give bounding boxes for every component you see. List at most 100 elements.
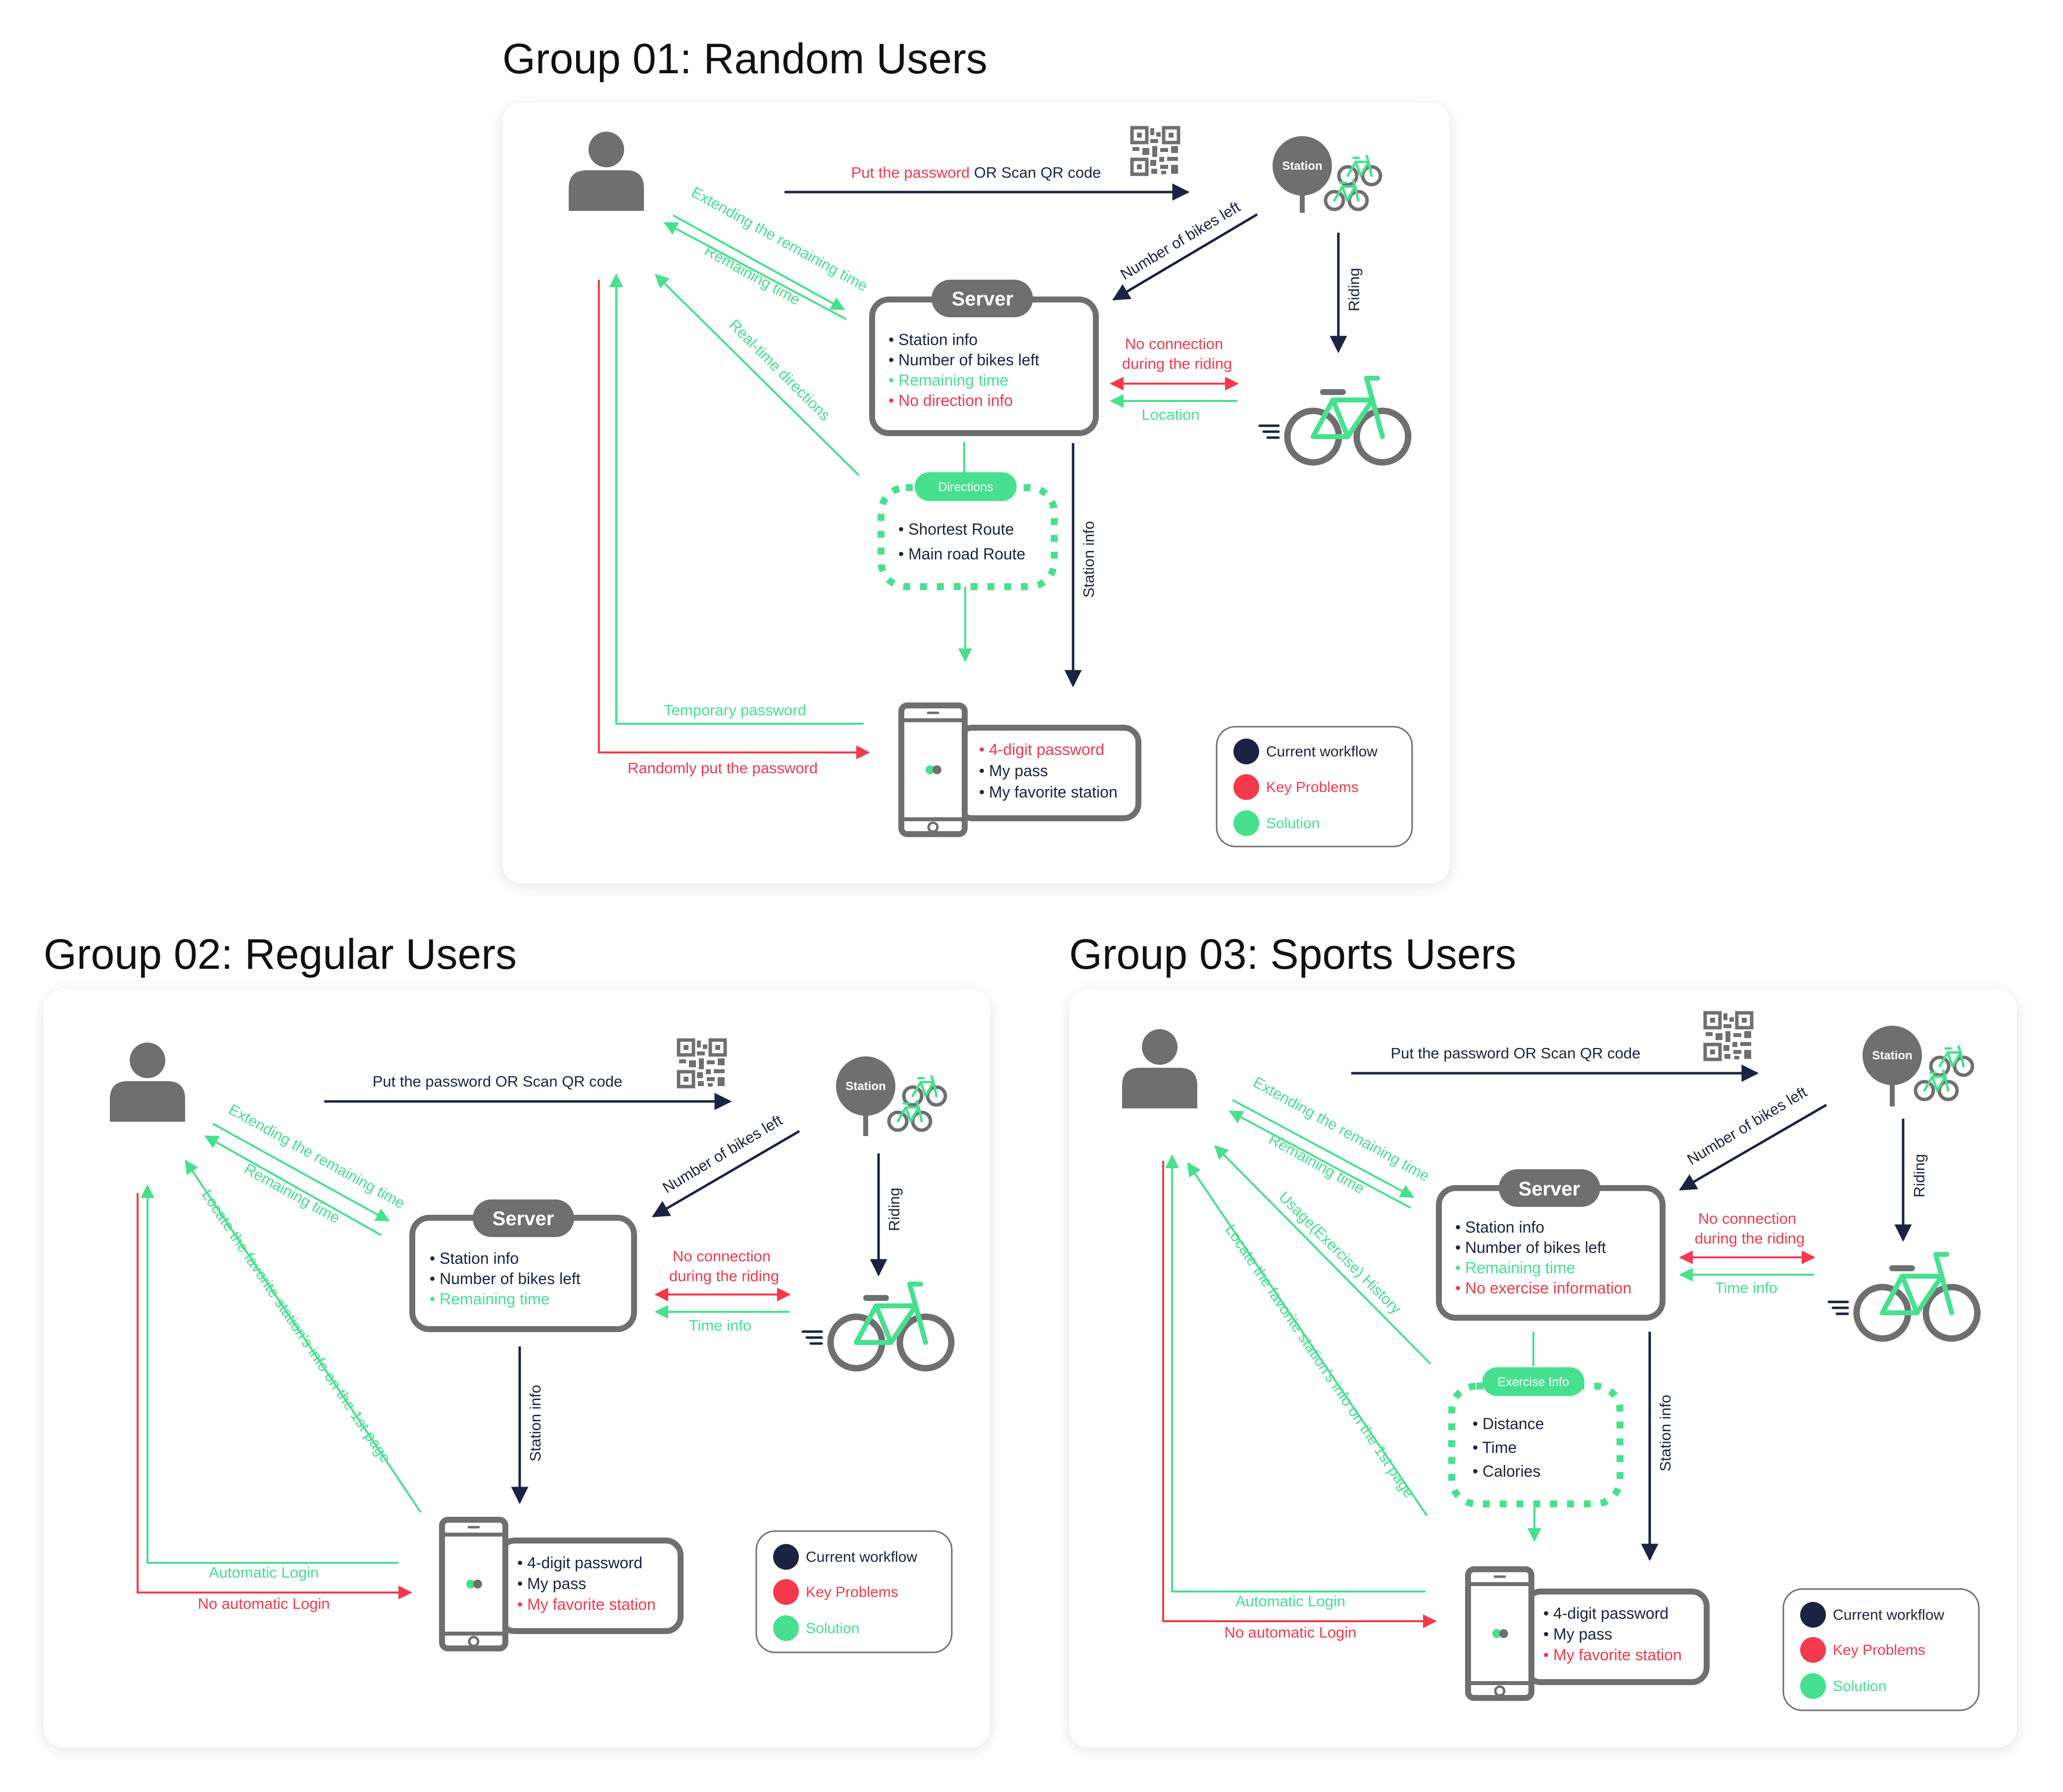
svg-text:• My pass: • My pass	[1543, 1625, 1612, 1643]
svg-text:Station: Station	[1872, 1049, 1912, 1062]
label-riding: Riding	[885, 1188, 903, 1231]
group-02-panel: Group 02: Regular Users Station Put the …	[44, 931, 990, 1747]
arrow-extend-time	[1232, 1099, 1415, 1198]
label-put-password: Put the password OR Scan QR code	[1391, 1045, 1641, 1062]
arrow-extend-time	[212, 1123, 390, 1222]
station-icon: Station	[1273, 136, 1380, 213]
svg-text:• Remaining time: • Remaining time	[1455, 1259, 1575, 1277]
svg-text:• My pass: • My pass	[517, 1575, 586, 1593]
arrow-realtime-directions	[655, 274, 860, 476]
svg-text:Server: Server	[1519, 1178, 1580, 1200]
group-01-panel: Group 01: Random Users Station Put the p…	[502, 35, 1450, 884]
svg-text:Solution: Solution	[1833, 1678, 1886, 1694]
svg-text:• Number of bikes left: • Number of bikes left	[888, 351, 1039, 369]
phone-box: • 4-digit password • My pass • My favori…	[901, 705, 1141, 834]
svg-text:• Calories: • Calories	[1473, 1462, 1540, 1480]
svg-text:• My favorite station: • My favorite station	[979, 783, 1118, 801]
phone-box: • 4-digit password • My pass • My favori…	[1468, 1569, 1710, 1698]
svg-text:Current workflow: Current workflow	[1266, 744, 1377, 760]
label-station-info: Station info	[527, 1385, 544, 1461]
label-location: Location	[1141, 406, 1199, 423]
label-put-password: Put the password OR Scan QR code	[851, 164, 1101, 181]
exercise-info-box: Exercise Info • Distance • Time • Calori…	[1448, 1367, 1623, 1507]
label-random-password: Randomly put the password	[628, 759, 818, 777]
svg-text:Key Problems: Key Problems	[806, 1584, 898, 1600]
arrow-no-auto-login	[137, 1193, 412, 1599]
svg-text:• Station info: • Station info	[430, 1249, 519, 1267]
svg-text:• No direction info: • No direction info	[888, 392, 1013, 409]
arrow-bikes-left	[651, 1130, 800, 1218]
svg-text:• Number of bikes left: • Number of bikes left	[1455, 1239, 1606, 1256]
arrow-auto-login	[1165, 1154, 1425, 1593]
svg-text:Current workflow: Current workflow	[806, 1549, 917, 1565]
svg-text:• Remaining time: • Remaining time	[888, 371, 1008, 389]
label-auto-login: Automatic Login	[209, 1564, 319, 1581]
label-time-info: Time info	[1715, 1279, 1777, 1296]
group-03-panel: Group 03: Sports Users Station Put the p…	[1069, 931, 2017, 1747]
group-01-title: Group 01: Random Users	[502, 35, 987, 83]
arrow-remaining-time	[204, 1135, 382, 1236]
label-temp-password: Temporary password	[664, 701, 806, 719]
arrow-remaining-time	[663, 222, 847, 320]
arrow-bikes-left	[1678, 1103, 1827, 1191]
svg-text:Station: Station	[1282, 159, 1322, 173]
arrow-remaining-time	[1228, 1110, 1411, 1209]
label-riding: Riding	[1911, 1154, 1928, 1197]
arrow-extend-time	[673, 214, 845, 310]
qr-code-icon	[677, 1039, 727, 1088]
svg-text:• 4-digit password: • 4-digit password	[1543, 1604, 1669, 1622]
svg-text:Current workflow: Current workflow	[1833, 1607, 1944, 1623]
svg-text:Station: Station	[845, 1080, 885, 1093]
svg-text:• My favorite station: • My favorite station	[1543, 1646, 1682, 1664]
server-box: Server • Station info • Number of bikes …	[869, 280, 1099, 436]
directions-box: Directions • Shortest Route • Main road …	[878, 472, 1058, 590]
phone-box: • 4-digit password • My pass • My favori…	[442, 1520, 684, 1648]
arrow-random-password	[598, 280, 870, 759]
svg-text:• Distance: • Distance	[1473, 1415, 1544, 1433]
label-time-info: Time info	[689, 1317, 751, 1334]
svg-text:Key Problems: Key Problems	[1833, 1642, 1925, 1658]
svg-text:• Shortest Route: • Shortest Route	[898, 520, 1014, 538]
legend: Current workflow Key Problems Solution	[1782, 1588, 1980, 1711]
legend: Current workflow Key Problems Solution	[755, 1530, 953, 1653]
svg-text:• No exercise information: • No exercise information	[1455, 1279, 1631, 1297]
svg-text:Directions: Directions	[938, 480, 993, 494]
arrow-no-auto-login	[1162, 1161, 1437, 1628]
svg-text:• Time: • Time	[1473, 1439, 1517, 1456]
svg-text:Exercise Info: Exercise Info	[1498, 1375, 1570, 1389]
svg-text:• Remaining time: • Remaining time	[430, 1290, 549, 1308]
arrow-locate-favorite	[1187, 1162, 1428, 1517]
arrow-locate-favorite	[185, 1159, 422, 1513]
svg-text:Solution: Solution	[1266, 815, 1320, 832]
station-icon: Station	[1863, 1026, 1972, 1106]
qr-code-icon	[1704, 1011, 1753, 1061]
arrow-usage-history	[1214, 1145, 1431, 1365]
qr-code-icon	[1130, 126, 1180, 176]
station-icon: Station	[836, 1056, 945, 1136]
svg-text:• 4-digit password: • 4-digit password	[517, 1554, 642, 1572]
arrow-bikes-left	[1112, 213, 1258, 301]
server-box: Server • Station info • Number of bikes …	[1436, 1169, 1666, 1321]
svg-text:Server: Server	[492, 1208, 554, 1230]
smartphone-icon	[901, 705, 965, 834]
label-station-info: Station info	[1657, 1394, 1674, 1471]
svg-text:• My pass: • My pass	[979, 762, 1048, 780]
server-box: Server • Station info • Number of bikes …	[409, 1199, 637, 1332]
svg-text:• Station info: • Station info	[888, 331, 978, 348]
legend: Current workflow Key Problems Solution	[1216, 726, 1413, 847]
label-put-password: Put the password OR Scan QR code	[373, 1073, 623, 1090]
arrow-auto-login	[141, 1184, 398, 1564]
svg-text:Solution: Solution	[806, 1620, 859, 1637]
label-no-auto-login: No automatic Login	[1224, 1624, 1356, 1641]
smartphone-icon	[442, 1520, 505, 1648]
arrow-temp-password	[609, 273, 864, 725]
svg-text:• Main road Route: • Main road Route	[898, 545, 1026, 563]
group-03-title: Group 03: Sports Users	[1069, 931, 1516, 978]
svg-text:Server: Server	[952, 288, 1014, 310]
label-riding: Riding	[1345, 268, 1363, 311]
svg-text:• My favorite station: • My favorite station	[517, 1595, 656, 1613]
svg-text:• Station info: • Station info	[1455, 1218, 1544, 1236]
